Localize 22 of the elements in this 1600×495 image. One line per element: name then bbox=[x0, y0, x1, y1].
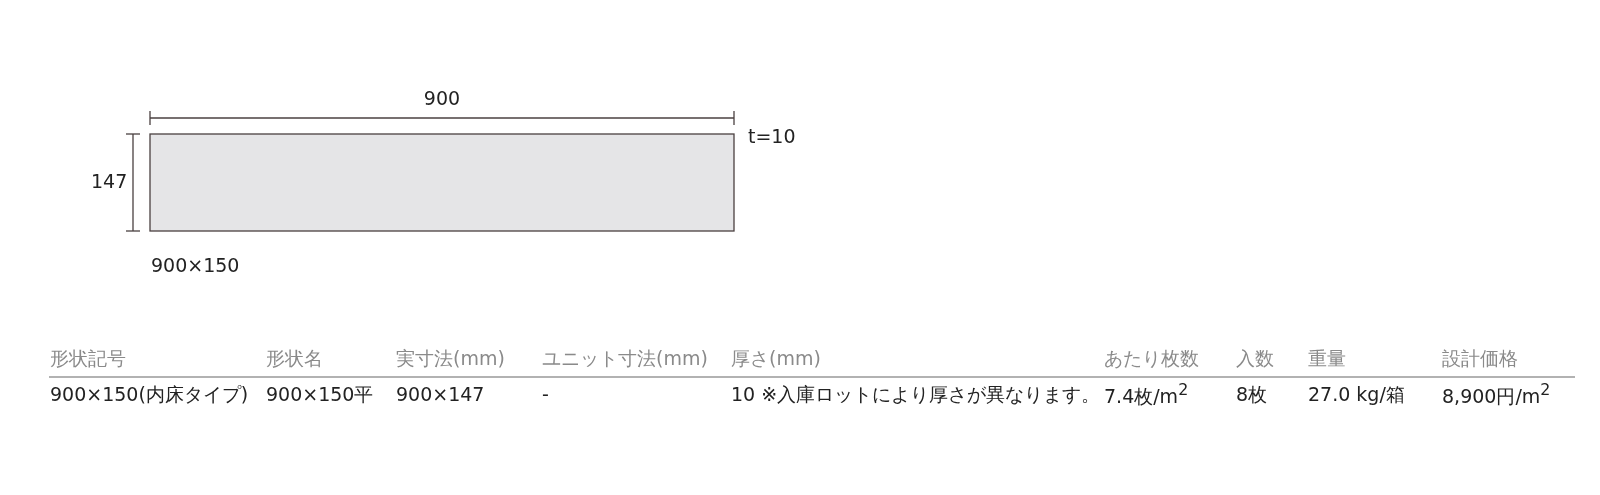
column-header: 重量 bbox=[1308, 346, 1346, 370]
table-cell: - bbox=[542, 382, 549, 406]
column-header: 厚さ(mm) bbox=[731, 346, 821, 370]
column-header: 入数 bbox=[1236, 346, 1274, 370]
table-cell: 27.0 kg/箱 bbox=[1308, 382, 1405, 406]
table-cell: 900×150(内床タイプ) bbox=[50, 382, 249, 406]
thickness-label: t=10 bbox=[748, 124, 796, 148]
column-header: あたり枚数 bbox=[1104, 346, 1199, 370]
table-cell: 900×150平 bbox=[266, 382, 374, 406]
column-header: 設計価格 bbox=[1442, 346, 1518, 370]
column-header: ユニット寸法(mm) bbox=[542, 346, 708, 370]
column-header: 実寸法(mm) bbox=[396, 346, 505, 370]
table-cell: 7.4枚/m$^{2}$ bbox=[1104, 380, 1189, 408]
table-cell: 8枚 bbox=[1236, 382, 1268, 406]
table-cell: 10 ※入庫ロットにより厚さが異なります。 bbox=[731, 382, 1101, 406]
column-header: 形状名 bbox=[266, 346, 323, 370]
column-header: 形状記号 bbox=[50, 346, 126, 370]
size-label: 900×150 bbox=[151, 253, 240, 277]
dimension-label: 147 bbox=[91, 169, 128, 193]
dimension-label: 900 bbox=[423, 86, 461, 110]
table-cell: 8,900円/m$^{2}$ bbox=[1442, 380, 1551, 408]
table-cell: 900×147 bbox=[396, 382, 485, 406]
